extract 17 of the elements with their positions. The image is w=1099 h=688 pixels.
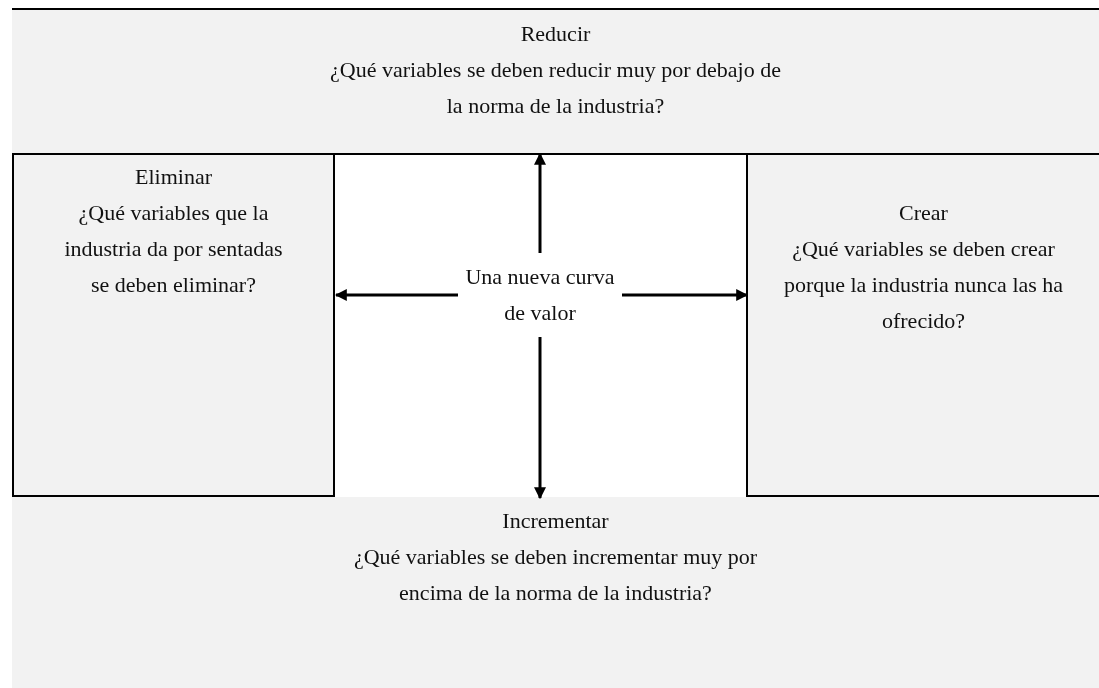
arrow <box>334 289 458 301</box>
panel-heading: Crear <box>898 199 949 227</box>
panel-question: ¿Qué variables se deben crear porque la industria nunca las ha ofrecido? <box>782 235 1065 335</box>
arrow <box>622 289 749 301</box>
panel-question: ¿Qué variables se deben incrementar muy por encima de la norma de la industria? <box>352 543 759 607</box>
action-panel <box>12 8 1099 155</box>
center-label: Una nueva curva de valor <box>464 263 616 327</box>
panel-heading: Incrementar <box>501 507 610 535</box>
panel-question: ¿Qué variables que la industria da por sentadas se deben eliminar? <box>63 199 284 299</box>
panel-heading: Eliminar <box>134 163 213 191</box>
action-panel <box>12 155 335 497</box>
arrow <box>534 152 546 253</box>
panel-heading: Reducir <box>519 20 592 48</box>
action-panel <box>748 155 1099 497</box>
arrow <box>534 337 546 500</box>
action-panel <box>12 497 1099 688</box>
panel-question: ¿Qué variables se deben reducir muy por debajo de la norma de la industria? <box>329 56 782 120</box>
